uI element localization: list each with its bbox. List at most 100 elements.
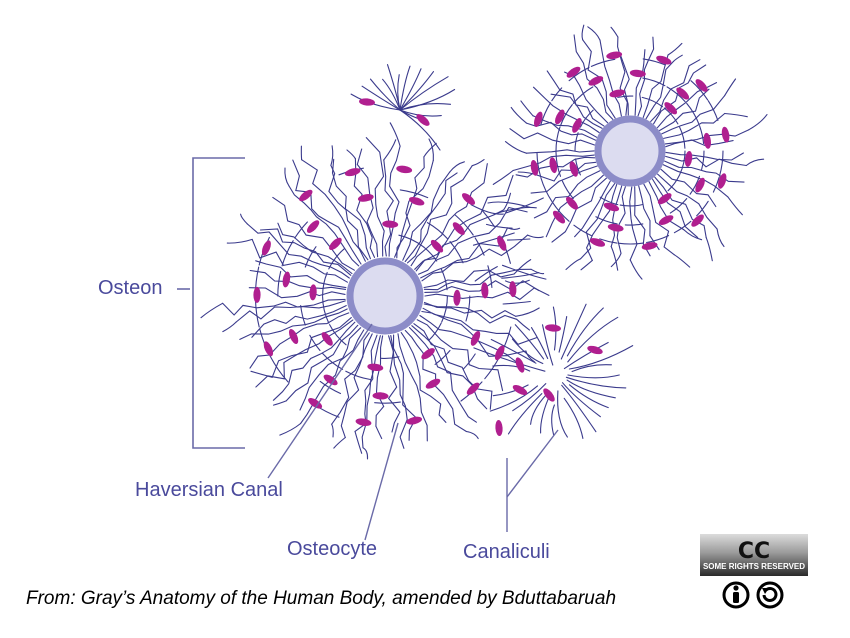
canaliculus	[581, 24, 585, 41]
canaliculus	[471, 159, 485, 167]
canaliculus	[512, 154, 595, 172]
haversian-canal-secondary	[594, 115, 666, 187]
canaliculus	[277, 222, 353, 275]
canaliculus	[654, 176, 707, 239]
canaliculus	[388, 145, 401, 257]
osteocyte	[494, 345, 505, 361]
canaliculus	[662, 164, 729, 198]
canaliculus	[566, 379, 616, 399]
canaliculus	[555, 126, 561, 152]
canaliculus	[642, 77, 666, 87]
osteocyte	[481, 282, 489, 299]
canaliculus	[610, 252, 622, 268]
canaliculus	[383, 139, 397, 161]
canaliculus	[514, 324, 545, 360]
canaliculus	[555, 151, 562, 177]
canaliculus	[292, 159, 362, 265]
canaliculus	[539, 161, 597, 182]
canaliculus	[417, 206, 528, 275]
canaliculus	[510, 106, 527, 124]
canaliculus	[579, 109, 594, 128]
osteocyte	[572, 118, 582, 133]
canaliculus	[563, 397, 584, 439]
canaliculus	[663, 112, 726, 139]
canaliculus	[624, 223, 644, 226]
canaliculus	[375, 425, 383, 440]
canals-group	[346, 115, 666, 335]
canaliculus	[561, 180, 574, 200]
osteocyte	[552, 210, 566, 224]
canaliculus	[696, 200, 709, 217]
canaliculus	[419, 314, 522, 366]
canaliculus	[492, 169, 514, 185]
osteocyte	[263, 341, 274, 357]
canaliculus	[660, 168, 717, 208]
canaliculus	[672, 54, 683, 62]
canaliculus	[657, 173, 718, 230]
attribution-icon	[722, 581, 750, 609]
canaliculus	[580, 183, 616, 260]
canaliculus	[707, 100, 719, 122]
osteocyte	[452, 222, 465, 235]
canaliculus	[362, 447, 369, 460]
canaliculus	[472, 232, 515, 246]
canaliculus	[629, 259, 643, 280]
osteocyte	[555, 109, 565, 125]
canaliculus	[530, 394, 547, 425]
canaliculus	[571, 364, 612, 373]
canaliculus	[503, 326, 512, 348]
canaliculus	[423, 269, 515, 289]
osteocyte	[355, 418, 372, 426]
canaliculus	[487, 265, 493, 289]
canaliculus	[423, 142, 437, 158]
canaliculus	[665, 151, 744, 161]
canaliculus	[255, 260, 347, 289]
canaliculus	[361, 335, 381, 449]
canaliculus	[474, 237, 485, 256]
canaliculus	[423, 268, 532, 291]
osteocyte-leader	[364, 422, 399, 541]
canaliculus	[492, 384, 529, 397]
osteocyte	[282, 271, 291, 288]
canaliculus	[420, 227, 509, 279]
osteocyte	[416, 114, 430, 126]
cc-license-icons	[722, 581, 784, 609]
canaliculus	[410, 163, 488, 267]
osteon-bracket	[177, 157, 245, 449]
osteocyte	[695, 79, 708, 92]
osteocyte	[396, 165, 413, 174]
canaliculus	[505, 174, 514, 196]
canaliculus	[404, 172, 458, 263]
canaliculus	[331, 158, 371, 260]
osteocyte	[606, 51, 623, 60]
canaliculus	[294, 221, 308, 239]
canaliculus	[454, 214, 474, 236]
canaliculus	[322, 296, 330, 324]
canaliculus	[329, 324, 347, 346]
canaliculus	[369, 78, 401, 111]
canaliculus	[502, 300, 531, 305]
canaliculus	[250, 317, 352, 378]
canaliculus	[599, 238, 618, 244]
canaliculus	[399, 88, 456, 111]
canaliculus	[727, 196, 743, 216]
canaliculus	[428, 322, 442, 341]
canaliculus	[561, 384, 597, 433]
canaliculus	[610, 26, 619, 38]
osteocyte	[603, 202, 620, 212]
canaliculus	[595, 216, 618, 225]
canaliculus	[745, 158, 765, 167]
canaliculus	[686, 102, 700, 125]
canaliculus	[666, 86, 686, 103]
canaliculus	[551, 201, 570, 222]
canaliculus	[540, 102, 552, 126]
canaliculus	[328, 248, 346, 270]
canaliculus	[501, 264, 547, 280]
canaliculus	[428, 138, 434, 161]
osteocyte	[656, 55, 672, 65]
canaliculus	[248, 287, 346, 299]
canaliculus	[515, 307, 540, 317]
canaliculus	[321, 352, 344, 370]
canaliculus	[517, 171, 541, 177]
